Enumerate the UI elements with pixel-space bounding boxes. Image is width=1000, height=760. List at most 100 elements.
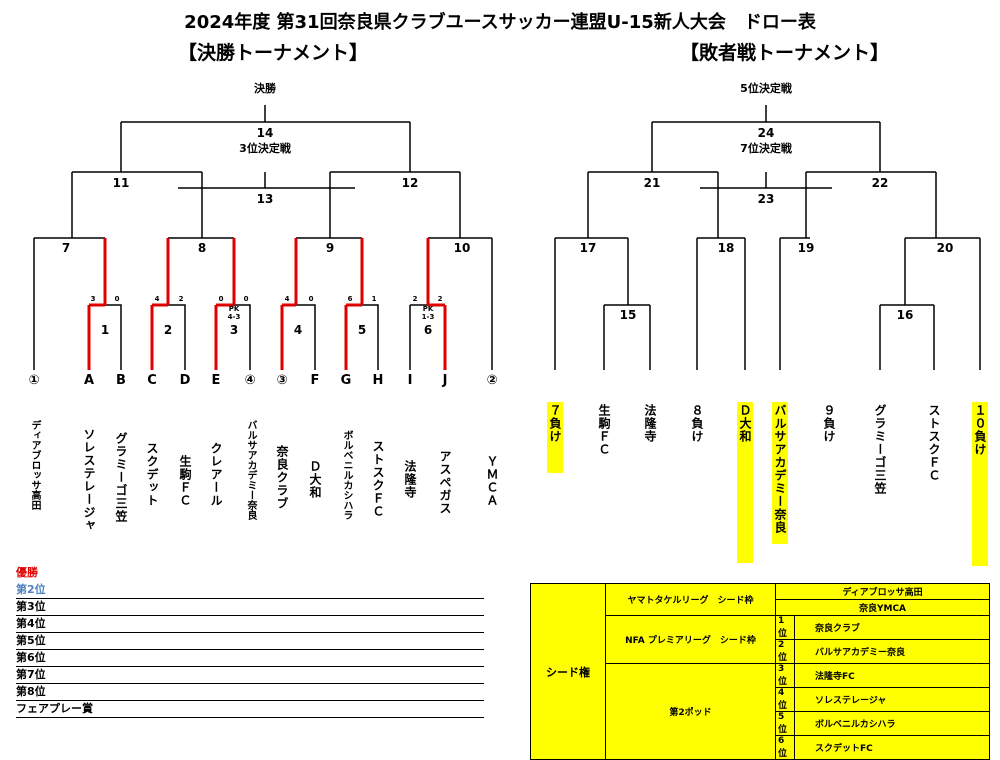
slot-label: A — [83, 373, 95, 388]
slot-label: D — [179, 373, 191, 388]
slot-label: ② — [486, 373, 498, 388]
result-row: 第4位 — [16, 616, 484, 633]
score: 2 — [412, 295, 418, 303]
team-name: クレアール — [209, 442, 223, 507]
team-name: バルサアカデミー奈良 — [772, 402, 788, 544]
match-2: 2 — [163, 323, 173, 337]
pod-label: 第2ポッド — [605, 663, 776, 760]
seed-rank: 4位 — [775, 687, 795, 712]
team-name: ８負け — [690, 404, 704, 443]
slot-label: E — [211, 373, 221, 388]
bracket-lines — [33, 105, 981, 370]
match-3: 3 — [229, 323, 239, 337]
pk-score: PK 1-3 — [421, 305, 435, 321]
team-name: 法隆寺 — [403, 460, 417, 499]
team-name: 生駒ＦＣ — [597, 404, 611, 456]
result-row: 第3位 — [16, 599, 484, 616]
match-17: 17 — [579, 241, 597, 255]
match-6: 6 — [423, 323, 433, 337]
match-5: 5 — [357, 323, 367, 337]
score: 2 — [437, 295, 443, 303]
team-name: 法隆寺 — [643, 404, 657, 443]
team-name: ９負け — [822, 404, 836, 443]
match-19: 19 — [797, 241, 815, 255]
score: 4 — [284, 295, 290, 303]
match-15: 15 — [619, 308, 637, 322]
slot-label: G — [340, 373, 352, 388]
team-name: スクデット — [145, 442, 159, 507]
slot-label: ④ — [244, 373, 256, 388]
match-22: 22 — [871, 176, 889, 190]
yamato-seed-label: ヤマトタケルリーグ シード枠 — [605, 583, 776, 616]
seed-team: スクデットFC — [794, 735, 990, 760]
seed-team: ボルベニルカシハラ — [794, 711, 990, 736]
result-row: 第7位 — [16, 667, 484, 684]
score: 6 — [347, 295, 353, 303]
third-place-label: 3位決定戦 — [239, 142, 291, 155]
champion-label: 優勝 — [16, 566, 38, 579]
slot-label: F — [310, 373, 320, 388]
match-24: 24 — [757, 126, 775, 140]
team-name: ボルベニルカシハラ — [341, 430, 352, 520]
slot-label: C — [147, 373, 157, 388]
score: 0 — [218, 295, 224, 303]
seed-rank: 6位 — [775, 735, 795, 760]
match-4: 4 — [293, 323, 303, 337]
team-name: グラミーゴ三笠 — [114, 432, 128, 523]
result-row: 第6位 — [16, 650, 484, 667]
team-name: ストスクＦＣ — [927, 404, 941, 482]
score: 2 — [178, 295, 184, 303]
seed-team: 奈良YMCA — [775, 599, 990, 616]
slot-label: B — [116, 373, 126, 388]
seed-team: ソレステレージャ — [794, 687, 990, 712]
match-11: 11 — [112, 176, 130, 190]
pk-score: PK 4-3 — [227, 305, 241, 321]
result-row: 第2位 — [16, 582, 484, 599]
main-bracket-heading: 【決勝トーナメント】 — [178, 42, 369, 64]
match-20: 20 — [936, 241, 954, 255]
team-name: アスペガス — [438, 450, 452, 515]
nfa-seed-label: NFA プレミアリーグ シード枠 — [605, 615, 776, 664]
match-1: 1 — [100, 323, 110, 337]
fifth-place-label: 5位決定戦 — [740, 82, 792, 95]
result-row: 第8位 — [16, 684, 484, 701]
seed-team: 法隆寺FC — [794, 663, 990, 688]
score: 4 — [154, 295, 160, 303]
team-name: ７負け — [547, 402, 563, 473]
score: 0 — [243, 295, 249, 303]
match-12: 12 — [401, 176, 419, 190]
seed-rank: 2位 — [775, 639, 795, 664]
match-7: 7 — [61, 241, 71, 255]
team-name: 奈良クラブ — [275, 445, 289, 510]
slot-label: H — [372, 373, 384, 388]
match-21: 21 — [643, 176, 661, 190]
seed-rank: 5位 — [775, 711, 795, 736]
match-9: 9 — [325, 241, 335, 255]
team-name: ディアブロッサ高田 — [29, 420, 40, 510]
slot-label: J — [442, 373, 448, 388]
slot-label: I — [407, 373, 413, 388]
seed-rank: 1位 — [775, 615, 795, 640]
seed-team: バルサアカデミー奈良 — [794, 639, 990, 664]
consolation-bracket-heading: 【敗者戦トーナメント】 — [680, 42, 890, 64]
score: 0 — [308, 295, 314, 303]
match-8: 8 — [197, 241, 207, 255]
match-23: 23 — [757, 192, 775, 206]
score: 3 — [90, 295, 96, 303]
final-label: 決勝 — [254, 82, 276, 95]
result-row: 第5位 — [16, 633, 484, 650]
team-name: Ｄ大和 — [308, 460, 322, 499]
match-14: 14 — [256, 126, 274, 140]
match-18: 18 — [717, 241, 735, 255]
page-title: 2024年度 第31回奈良県クラブユースサッカー連盟U-15新人大会 ドロー表 — [184, 12, 816, 33]
seed-team: ディアブロッサ高田 — [775, 583, 990, 600]
team-name: バルサアカデミー奈良 — [245, 420, 256, 520]
match-16: 16 — [896, 308, 914, 322]
score: 1 — [371, 295, 377, 303]
slot-label: ① — [28, 373, 40, 388]
team-name: ソレステレージャ — [82, 428, 96, 532]
team-name: １０負け — [972, 402, 988, 566]
score: 0 — [114, 295, 120, 303]
match-13: 13 — [256, 192, 274, 206]
seed-rank: 3位 — [775, 663, 795, 688]
